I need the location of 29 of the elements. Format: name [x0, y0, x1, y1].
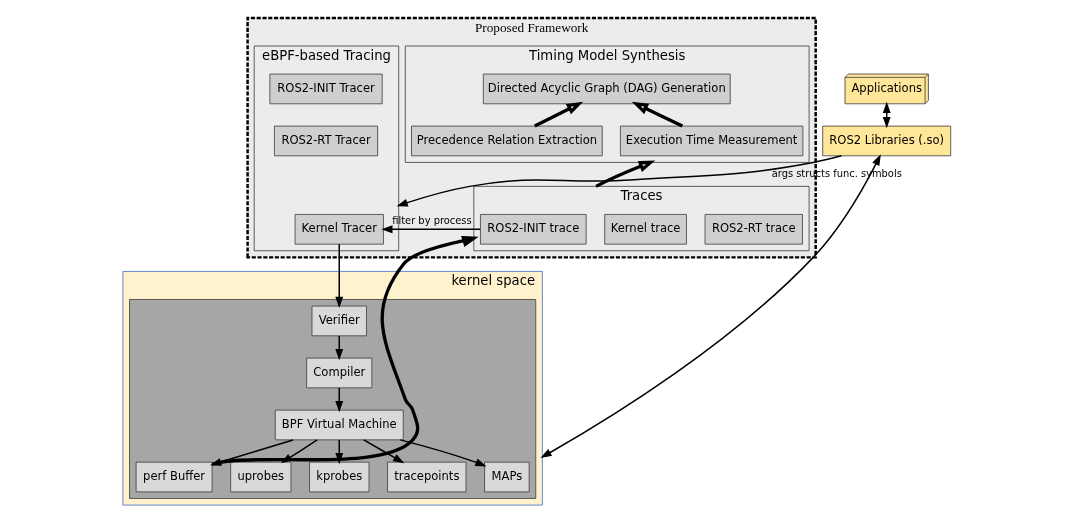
arrow	[533, 101, 583, 128]
node-box: tracepoints	[386, 461, 466, 493]
node-box: Kernel Tracer	[294, 214, 384, 245]
arrow	[396, 155, 842, 207]
node-box: MAPs	[483, 461, 530, 493]
arrow	[631, 101, 683, 128]
arrow	[380, 225, 481, 234]
arrow	[362, 439, 404, 464]
node-box: ROS2-INIT trace	[479, 214, 587, 245]
node-box: kprobes	[308, 461, 369, 493]
cluster	[128, 299, 536, 499]
node-box: ROS2-INIT Tracer	[268, 73, 383, 105]
node-box: Precedence Relation Extraction	[410, 125, 603, 157]
node-box: ROS2-RT trace	[704, 214, 803, 245]
edge-label: filter by process	[391, 215, 472, 227]
node-box: Compiler	[305, 357, 372, 389]
node-box: BPF Virtual Machine	[274, 409, 404, 441]
arrow	[539, 154, 881, 459]
node-box: ROS2 Libraries (.so)	[821, 125, 951, 157]
node-box: Verifier	[311, 305, 367, 337]
arrow	[399, 439, 486, 467]
node-box: Kernel trace	[603, 214, 687, 245]
node-box: perf Buffer	[135, 461, 212, 493]
arrow	[594, 160, 655, 188]
node-box: ROS2-RT Tracer	[273, 125, 378, 157]
arrow	[334, 243, 343, 309]
node-box: Directed Acyclic Graph (DAG) Generation	[482, 73, 731, 105]
node-box: Execution Time Measurement	[619, 125, 803, 157]
node-box: uprobes	[229, 461, 291, 493]
